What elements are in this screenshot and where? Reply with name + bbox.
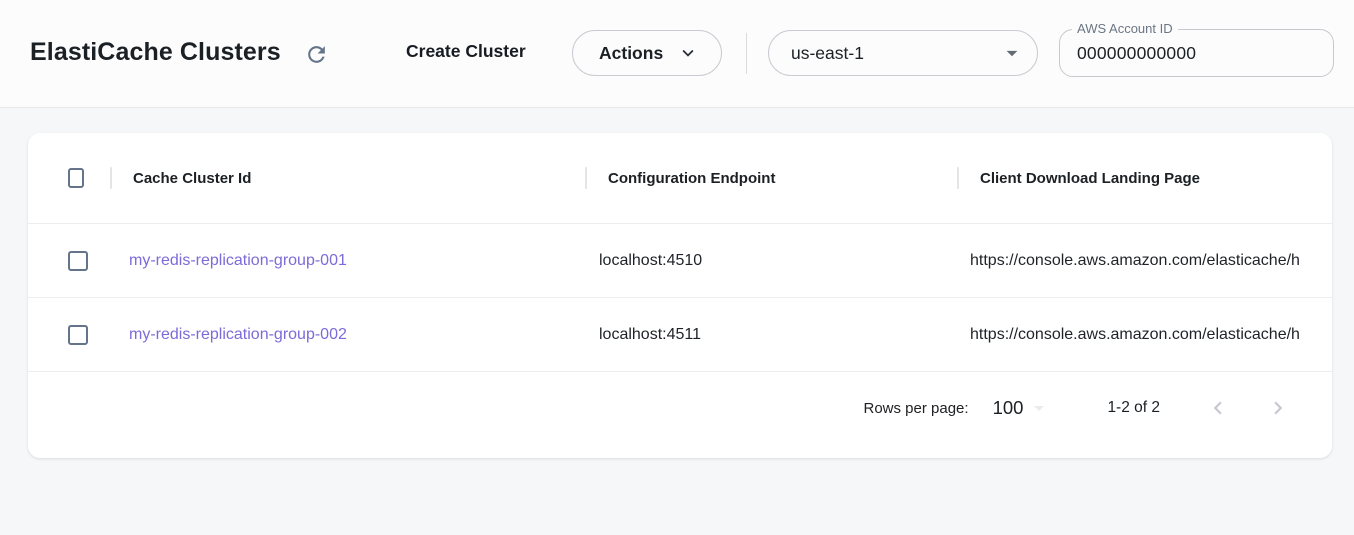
chevron-down-icon xyxy=(663,42,699,64)
column-separator xyxy=(585,167,587,189)
page-title: ElastiCache Clusters xyxy=(30,38,281,66)
actions-button-label: Actions xyxy=(599,42,664,63)
pagination-range-label: 1-2 of 2 xyxy=(1107,399,1160,416)
arrow-drop-down-icon xyxy=(999,40,1025,66)
table-row[interactable]: my-redis-replication-group-001 localhost… xyxy=(28,224,1332,298)
header-bar: ElastiCache Clusters Create Cluster Acti… xyxy=(0,0,1354,108)
landing-page-value: https://console.aws.amazon.com/elasticac… xyxy=(970,325,1300,343)
cell-endpoint: localhost:4510 xyxy=(585,252,957,270)
column-separator xyxy=(957,167,959,189)
actions-dropdown-button[interactable]: Actions xyxy=(572,30,723,76)
create-cluster-button[interactable]: Create Cluster xyxy=(406,41,526,61)
header-cell-endpoint[interactable]: Configuration Endpoint xyxy=(585,167,957,189)
rows-per-page-select[interactable]: 100 xyxy=(993,396,1052,420)
rows-per-page-value: 100 xyxy=(992,397,1024,418)
aws-account-id-input[interactable] xyxy=(1060,30,1333,76)
cell-landing-page: https://console.aws.amazon.com/elasticac… xyxy=(957,326,1332,344)
aws-account-id-label: AWS Account ID xyxy=(1072,21,1178,36)
column-header-label: Client Download Landing Page xyxy=(980,169,1201,187)
clusters-table-card: Cache Cluster Id Configuration Endpoint … xyxy=(28,133,1332,458)
header-cell-landing-page[interactable]: Client Download Landing Page xyxy=(957,167,1332,189)
refresh-button[interactable] xyxy=(302,40,330,68)
cluster-id-link[interactable]: my-redis-replication-group-001 xyxy=(129,251,347,269)
row-checkbox[interactable] xyxy=(68,250,88,271)
previous-page-button[interactable] xyxy=(1204,394,1232,422)
header-divider xyxy=(746,33,747,74)
cell-cluster-id: my-redis-replication-group-001 xyxy=(112,252,585,270)
endpoint-value: localhost:4511 xyxy=(599,325,701,343)
chevron-left-icon xyxy=(1205,395,1231,421)
endpoint-value: localhost:4510 xyxy=(599,251,703,269)
row-checkbox-cell xyxy=(28,324,112,345)
row-checkbox[interactable] xyxy=(68,324,88,345)
region-select[interactable]: us-east-1 xyxy=(768,30,1038,76)
cell-cluster-id: my-redis-replication-group-002 xyxy=(112,326,585,344)
aws-account-id-field: AWS Account ID xyxy=(1059,21,1334,77)
row-checkbox-cell xyxy=(28,250,112,271)
column-separator xyxy=(110,167,112,189)
header-cell-cluster-id[interactable]: Cache Cluster Id xyxy=(112,170,585,187)
refresh-icon xyxy=(304,42,329,67)
table-row[interactable]: my-redis-replication-group-002 localhost… xyxy=(28,298,1332,372)
table-header-row: Cache Cluster Id Configuration Endpoint … xyxy=(28,133,1332,224)
cell-endpoint: localhost:4511 xyxy=(585,326,957,344)
cluster-id-link[interactable]: my-redis-replication-group-002 xyxy=(129,325,347,343)
select-all-checkbox[interactable] xyxy=(68,168,84,188)
column-header-label: Configuration Endpoint xyxy=(608,169,776,187)
rows-per-page-label: Rows per page: xyxy=(863,399,969,417)
table-pagination: Rows per page: 100 1-2 of 2 xyxy=(28,372,1332,444)
column-header-label: Cache Cluster Id xyxy=(133,169,252,187)
arrow-drop-down-icon xyxy=(1023,396,1051,420)
landing-page-value: https://console.aws.amazon.com/elasticac… xyxy=(970,251,1300,269)
cell-landing-page: https://console.aws.amazon.com/elasticac… xyxy=(957,252,1332,270)
region-select-value: us-east-1 xyxy=(791,42,864,63)
next-page-button[interactable] xyxy=(1264,394,1292,422)
chevron-right-icon xyxy=(1265,395,1291,421)
header-checkbox-cell xyxy=(28,167,112,189)
